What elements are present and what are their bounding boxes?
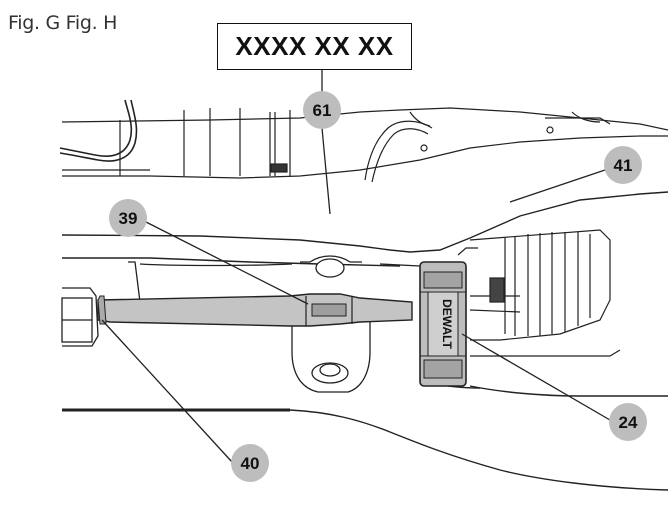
- callout-39: 39: [109, 199, 147, 237]
- callout-40: 40: [231, 444, 269, 482]
- callout-24: 24: [609, 403, 647, 441]
- lower-base: [62, 379, 669, 491]
- callout-39-number: 39: [119, 209, 138, 228]
- callout-41: 41: [604, 146, 642, 184]
- callout-61: 61: [303, 91, 341, 129]
- middle-body: [61, 191, 669, 267]
- callout-41-number: 41: [614, 156, 633, 175]
- callout-40-number: 40: [241, 454, 260, 473]
- label-box: XXXX XX XX: [217, 23, 412, 70]
- left-clamp: [61, 287, 99, 347]
- upper-housing: [59, 99, 669, 183]
- leader-lines: [101, 70, 611, 463]
- callout-24-number: 24: [619, 413, 638, 432]
- handle-block: DEWALT: [419, 247, 478, 387]
- callout-61-number: 61: [313, 101, 332, 120]
- main-bar: [97, 293, 413, 327]
- label-box-text: XXXX XX XX: [235, 31, 394, 61]
- motor-housing: [469, 229, 621, 357]
- brand-text: DEWALT: [440, 299, 454, 349]
- figure-caption: Fig. G Fig. H: [8, 12, 118, 34]
